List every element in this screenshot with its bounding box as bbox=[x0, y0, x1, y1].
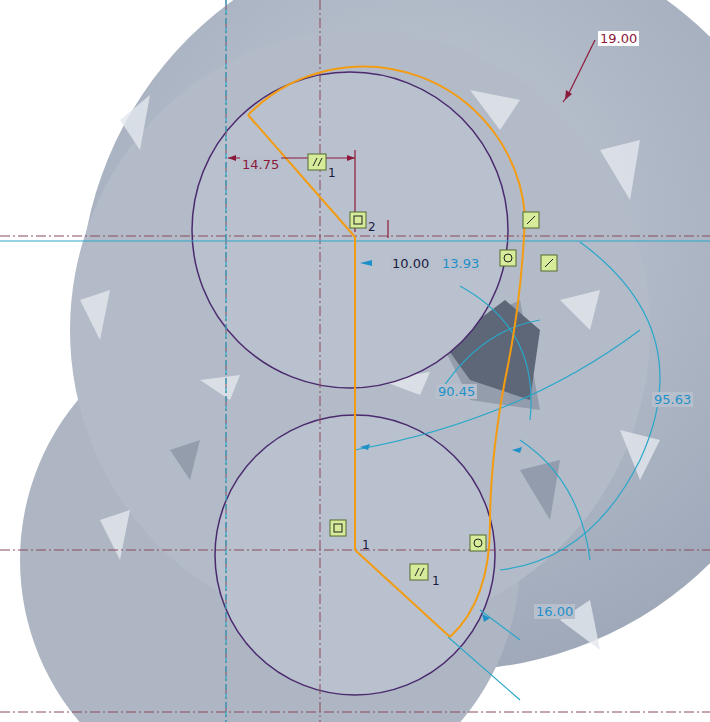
upper-section bbox=[192, 72, 508, 388]
dimension-markers bbox=[360, 260, 522, 622]
dimension-value: 90.45 bbox=[436, 384, 477, 399]
sketch-profile bbox=[248, 67, 525, 637]
constraint-icons bbox=[308, 154, 557, 580]
dimension-value: 19.00 bbox=[598, 31, 639, 46]
dimension-lines bbox=[228, 40, 595, 238]
constraint-index: 1 bbox=[430, 574, 442, 589]
dimension-value: 14.75 bbox=[240, 157, 281, 172]
constraint-index: 1 bbox=[326, 166, 338, 181]
dimension-value: 13.93 bbox=[440, 256, 481, 271]
dimension-value: 16.00 bbox=[534, 604, 575, 619]
dimension-arrows bbox=[228, 90, 572, 161]
constraint-index: 2 bbox=[366, 220, 378, 235]
dimension-value: 10.00 bbox=[390, 256, 431, 271]
dimension-value: 95.63 bbox=[652, 392, 693, 407]
constraint-index: 1 bbox=[360, 538, 372, 553]
